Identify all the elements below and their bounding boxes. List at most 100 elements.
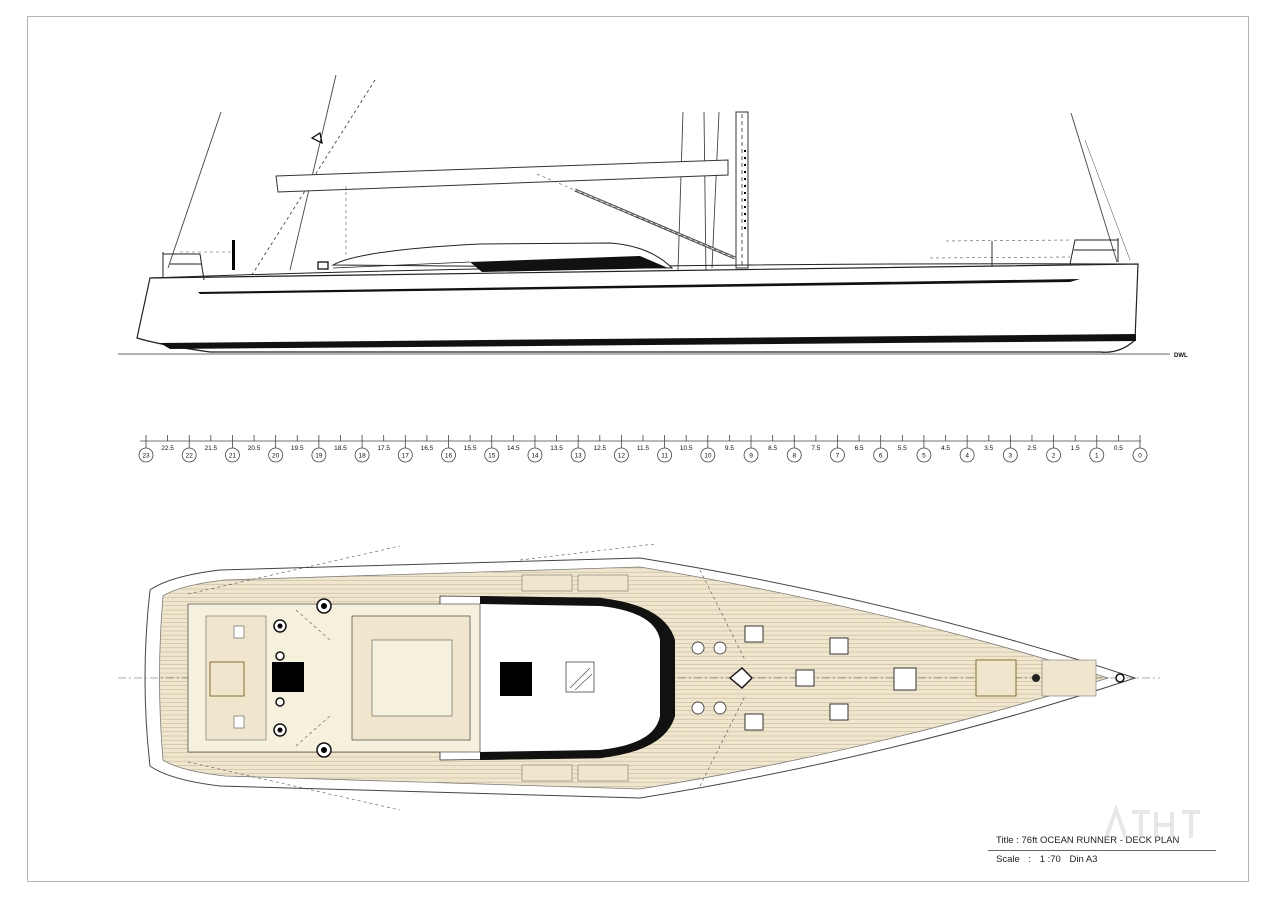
station-label: 13.5 (550, 445, 563, 452)
station-label: 2 (1052, 453, 1056, 460)
title-block: Title : 76ft OCEAN RUNNER - DECK PLAN Sc… (988, 826, 1228, 874)
station-marker (743, 447, 759, 463)
scale-label: Scale (996, 854, 1020, 865)
coachroof-edge (332, 261, 471, 269)
station-label: 1.5 (1071, 445, 1080, 452)
station-label: 13 (575, 453, 583, 460)
paper-size: Din A3 (1069, 854, 1098, 865)
station-label: 7.5 (811, 445, 820, 452)
station-label: 14.5 (507, 445, 520, 452)
station-marker (873, 447, 889, 463)
station-marker (527, 447, 543, 463)
shroud-line (703, 111, 707, 276)
station-label: 6 (879, 453, 883, 460)
station-label: 19 (315, 453, 323, 460)
station-label: 5 (922, 453, 926, 460)
scale-value: 1 :70 (1039, 854, 1061, 865)
station-label: 18 (358, 453, 366, 460)
title-row: Title : 76ft OCEAN RUNNER - DECK PLAN (996, 835, 1179, 846)
title-divider (988, 850, 1216, 851)
station-marker (1132, 447, 1148, 463)
radar-mount (310, 132, 323, 145)
windlass (1032, 674, 1040, 682)
hull-profile (136, 263, 1139, 353)
station-marker (1002, 447, 1018, 463)
station-marker (570, 447, 586, 463)
forestay-line (1084, 139, 1131, 261)
station-label: 3 (1009, 453, 1013, 460)
bow-fitting (1115, 673, 1125, 683)
station-label: 0 (1138, 453, 1142, 460)
mast (735, 111, 749, 269)
station-label: 7 (836, 453, 840, 460)
winch (317, 261, 329, 270)
station-label: 9 (749, 453, 753, 460)
station-label: 3.5 (984, 445, 993, 452)
station-label: 22.5 (161, 445, 174, 452)
guardrail-line (929, 256, 1071, 259)
winch (275, 697, 285, 707)
sheer-stripe (198, 279, 1080, 294)
station-label: 5.5 (898, 445, 907, 452)
winch (275, 651, 285, 661)
station-label: 0.5 (1114, 445, 1123, 452)
station-marker (225, 447, 240, 463)
deck-plan-view (118, 543, 1160, 811)
forestay-line (1070, 112, 1118, 263)
guardrail-line (945, 239, 1071, 242)
station-label: 8 (792, 453, 796, 460)
shroud-line (677, 111, 684, 271)
station-label: 10.5 (680, 445, 693, 452)
drawing-frame (27, 16, 1249, 882)
title-label: Title : (996, 835, 1019, 846)
station-label: 16 (445, 453, 453, 460)
station-marker (657, 447, 673, 463)
station-marker (354, 447, 370, 463)
station-marker (786, 447, 802, 463)
companionway-hatch (500, 662, 532, 696)
station-label: 17.5 (377, 445, 390, 452)
pulpit (1069, 238, 1119, 265)
station-label: 9.5 (725, 445, 734, 452)
station-marker (397, 447, 413, 463)
mast-step (728, 667, 753, 689)
station-marker (916, 447, 932, 463)
scale-separator: : (1028, 854, 1032, 865)
forward-hatch (975, 659, 1017, 697)
station-label: 10 (704, 453, 712, 460)
pushpit (162, 252, 205, 281)
station-label: 6.5 (855, 445, 864, 452)
station-marker (138, 447, 154, 463)
deck-hatches (744, 625, 917, 731)
station-label: 16.5 (421, 445, 434, 452)
cockpit-table (371, 639, 453, 717)
station-marker (484, 447, 500, 463)
station-label: 4.5 (941, 445, 950, 452)
deck-lockers (521, 574, 1097, 782)
station-label: 11 (661, 453, 668, 460)
runner-line (289, 74, 337, 271)
station-label: 2.5 (1027, 445, 1036, 452)
station-marker (613, 447, 629, 463)
station-label: 12.5 (593, 445, 606, 452)
station-label: 19.5 (291, 445, 304, 452)
rigging-lines (167, 74, 1131, 279)
station-label: 12 (618, 453, 626, 460)
station-marker (1089, 447, 1105, 463)
boom (275, 159, 729, 193)
station-label: 23 (142, 453, 150, 460)
deck-blocks (691, 641, 727, 715)
station-label: 18.5 (334, 445, 347, 452)
station-marker (830, 447, 845, 463)
station-label: 20.5 (248, 445, 261, 452)
waterline-label: DWL (1174, 353, 1188, 359)
sheet-leads (187, 543, 746, 811)
drawing-title: 76ft OCEAN RUNNER - DECK PLAN (1021, 835, 1180, 846)
winch-centers (277, 603, 327, 753)
stern-post (232, 240, 235, 270)
station-label: 22 (186, 453, 194, 460)
scale-row: Scale : 1 :70 Din A3 (996, 854, 1097, 865)
helm-seat (233, 625, 245, 639)
station-ruler: 2322.52221.52120.52019.51918.51817.51716… (138, 435, 1148, 463)
